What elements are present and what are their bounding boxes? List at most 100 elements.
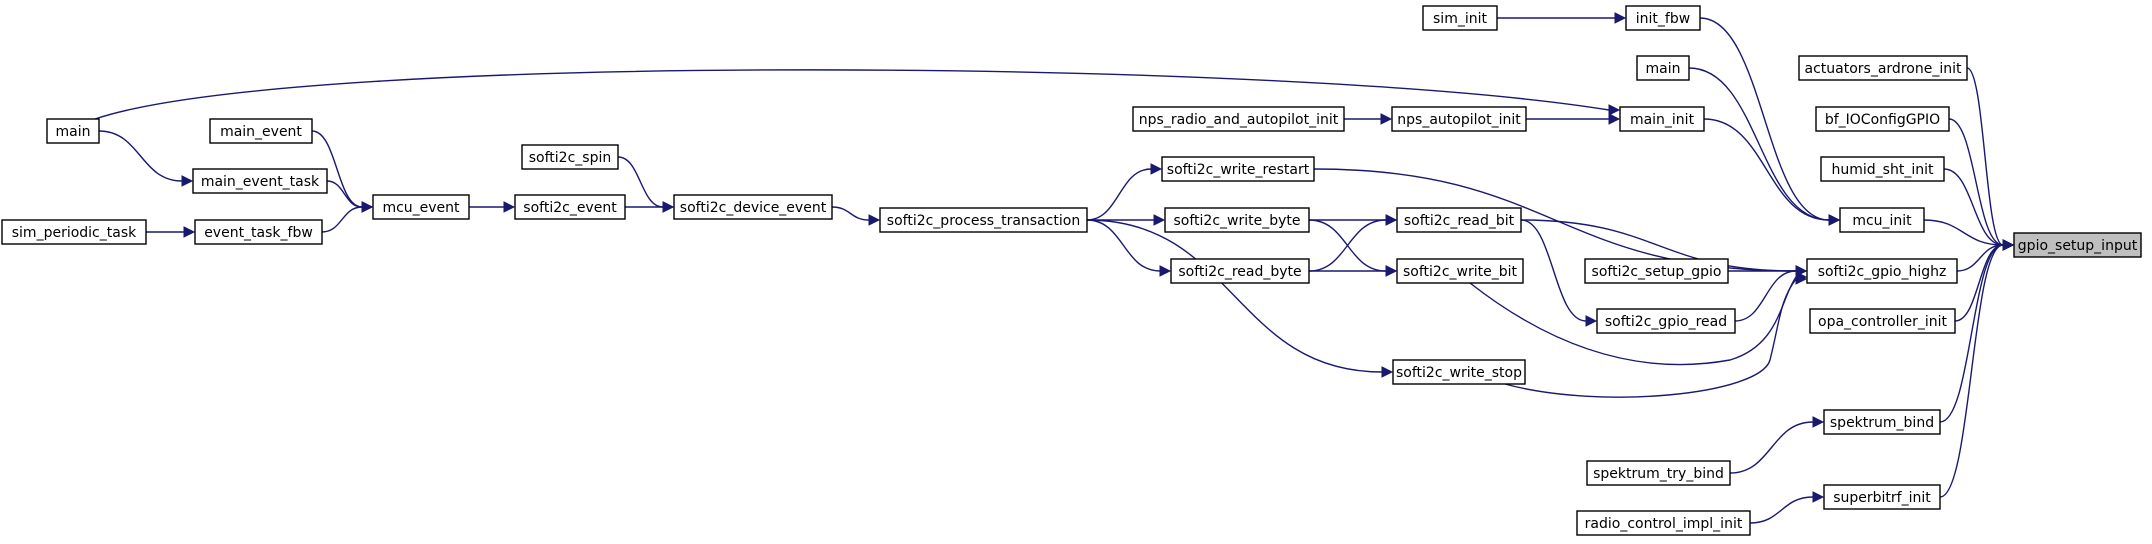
node-actuators-ardrone-init[interactable]: actuators_ardrone_init xyxy=(1798,55,1968,81)
node-label: bf_IOConfigGPIO xyxy=(1825,112,1940,128)
node-box xyxy=(1392,359,1526,385)
node-main[interactable]: main xyxy=(1636,55,1690,81)
edge-radio_control_impl_init-to-superbitrf_init xyxy=(1749,491,1825,524)
node-nps-autopilot-init[interactable]: nps_autopilot_init xyxy=(1391,106,1527,132)
node-box xyxy=(1584,258,1729,284)
node-label: softi2c_event xyxy=(523,200,617,216)
edge-superbitrf_init-to-gpio_setup_input xyxy=(1939,239,2015,498)
node-softi2c-read-bit[interactable]: softi2c_read_bit xyxy=(1396,207,1522,233)
node-label: main_init xyxy=(1630,112,1695,128)
edge-softi2c_read_byte-to-softi2c_read_bit xyxy=(1308,214,1398,272)
edge-main-to-main_event_task xyxy=(98,130,194,187)
node-spektrum-try-bind[interactable]: spektrum_try_bind xyxy=(1586,460,1731,486)
edge-softi2c_read_byte-to-softi2c_write_bit xyxy=(1308,265,1398,277)
node-main[interactable]: main xyxy=(46,118,100,144)
node-main-init[interactable]: main_init xyxy=(1619,106,1705,132)
node-softi2c-write-byte[interactable]: softi2c_write_byte xyxy=(1164,207,1310,233)
node-label: softi2c_spin xyxy=(529,150,611,166)
edge-line xyxy=(1939,244,2004,498)
edge-mcu_event-to-softi2c_event xyxy=(468,201,516,213)
edge-arrowhead xyxy=(1380,113,1393,125)
node-label: sim_periodic_task xyxy=(12,225,137,241)
node-spektrum-bind[interactable]: spektrum_bind xyxy=(1823,409,1941,435)
edge-line xyxy=(94,69,1610,120)
node-box xyxy=(1798,55,1968,81)
node-softi2c-event[interactable]: softi2c_event xyxy=(514,194,626,220)
node-label: softi2c_read_bit xyxy=(1404,213,1515,229)
node-box xyxy=(1596,308,1736,334)
edge-line xyxy=(617,156,664,208)
edge-softi2c_spin-to-softi2c_device_event xyxy=(617,156,675,213)
edge-line xyxy=(1688,67,1830,221)
node-radio-control-impl-init[interactable]: radio_control_impl_init xyxy=(1576,510,1751,536)
edge-nps_radio_and_autopilot_init-to-nps_autopilot_init xyxy=(1343,113,1393,125)
node-main-event-task[interactable]: main_event_task xyxy=(192,168,328,194)
node-softi2c-setup-gpio[interactable]: softi2c_setup_gpio xyxy=(1584,258,1729,284)
edge-arrowhead xyxy=(662,201,675,213)
edge-arrowhead xyxy=(1614,12,1627,24)
node-nps-radio-and-autopilot-init[interactable]: nps_radio_and_autopilot_init xyxy=(1132,106,1345,132)
edge-line xyxy=(1308,219,1387,272)
edge-arrowhead xyxy=(181,175,194,187)
node-superbitrf-init[interactable]: superbitrf_init xyxy=(1823,484,1941,510)
node-softi2c-read-byte[interactable]: softi2c_read_byte xyxy=(1170,258,1310,284)
node-softi2c-gpio-read[interactable]: softi2c_gpio_read xyxy=(1596,308,1736,334)
node-sim-init[interactable]: sim_init xyxy=(1422,5,1498,31)
node-main-event[interactable]: main_event xyxy=(209,118,313,144)
node-box xyxy=(1396,207,1522,233)
node-event-task-fbw[interactable]: event_task_fbw xyxy=(194,219,323,245)
edge-arrowhead xyxy=(1159,265,1172,277)
node-softi2c-write-restart[interactable]: softi2c_write_restart xyxy=(1161,156,1315,182)
node-opa-controller-init[interactable]: opa_controller_init xyxy=(1809,308,1956,334)
node-box xyxy=(1823,484,1941,510)
node-label: humid_sht_init xyxy=(1832,162,1934,178)
node-box xyxy=(192,168,328,194)
node-label: softi2c_write_bit xyxy=(1403,264,1518,280)
edge-softi2c_write_stop-to-softi2c_gpio_highz xyxy=(1504,273,1808,398)
node-label: softi2c_read_byte xyxy=(1178,264,1301,280)
node-init-fbw[interactable]: init_fbw xyxy=(1625,5,1701,31)
node-box xyxy=(1422,5,1498,31)
node-box xyxy=(1823,409,1941,435)
node-softi2c-spin[interactable]: softi2c_spin xyxy=(521,144,619,170)
node-softi2c-device-event[interactable]: softi2c_device_event xyxy=(673,194,833,220)
edge-arrowhead xyxy=(1585,315,1598,327)
node-softi2c-gpio-highz[interactable]: softi2c_gpio_highz xyxy=(1806,258,1958,284)
node-mcu-event[interactable]: mcu_event xyxy=(372,194,470,220)
node-box xyxy=(1625,5,1701,31)
edge-arrowhead xyxy=(1153,214,1166,226)
node-box xyxy=(521,144,619,170)
edge-line xyxy=(1520,219,1797,272)
node-softi2c-write-stop[interactable]: softi2c_write_stop xyxy=(1392,359,1526,385)
edge-line xyxy=(1943,168,2004,246)
node-gpio-setup-input: gpio_setup_input xyxy=(2013,232,2142,258)
node-softi2c-process-transaction[interactable]: softi2c_process_transaction xyxy=(879,207,1088,233)
edge-arrowhead xyxy=(1385,214,1398,226)
edge-line xyxy=(1923,219,2004,246)
node-sim-periodic-task[interactable]: sim_periodic_task xyxy=(1,219,147,245)
edge-arrowhead xyxy=(868,214,881,226)
node-mcu-init[interactable]: mcu_init xyxy=(1839,207,1925,233)
node-box xyxy=(1839,207,1925,233)
node-label: softi2c_device_event xyxy=(680,200,827,216)
edge-line xyxy=(1504,278,1797,398)
node-label: event_task_fbw xyxy=(204,225,313,241)
node-box xyxy=(1806,258,1958,284)
edge-arrowhead xyxy=(1608,104,1621,116)
edge-arrowhead xyxy=(1150,163,1163,175)
node-humid-sht-init[interactable]: humid_sht_init xyxy=(1820,156,1945,182)
edge-line xyxy=(1948,118,2004,246)
node-box xyxy=(1576,510,1751,536)
node-bf-IOConfigGPIO[interactable]: bf_IOConfigGPIO xyxy=(1815,106,1950,132)
edge-sim_init-to-init_fbw xyxy=(1497,12,1627,24)
node-softi2c-write-bit[interactable]: softi2c_write_bit xyxy=(1396,258,1524,284)
edge-line xyxy=(321,206,363,233)
edge-opa_controller_init-to-gpio_setup_input xyxy=(1954,239,2015,322)
node-label: softi2c_write_byte xyxy=(1174,213,1301,229)
node-box xyxy=(1391,106,1527,132)
edge-softi2c_process_transaction-to-softi2c_write_stop xyxy=(1086,219,1394,378)
edge-arrowhead xyxy=(183,226,196,238)
node-box xyxy=(1396,258,1524,284)
edge-nps_autopilot_init-to-main_init xyxy=(1526,113,1621,125)
